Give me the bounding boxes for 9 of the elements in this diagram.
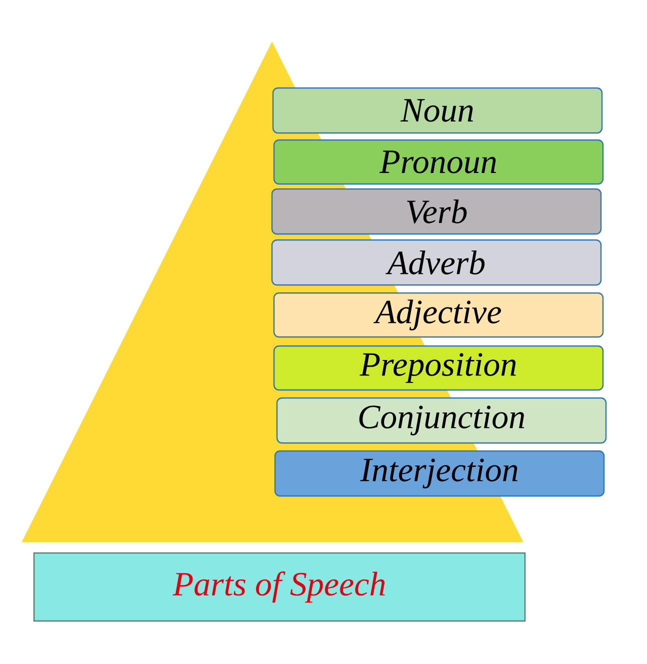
category-box: Pronoun [273,139,604,185]
category-box: Adverb [271,239,602,286]
category-box: Preposition [273,345,604,391]
category-box: Noun [272,87,603,134]
category-box: Verb [271,188,602,235]
title-box: Parts of Speech [33,552,526,622]
category-box: Interjection [274,450,605,497]
category-box: Conjunction [276,397,607,444]
category-box: Adjective [273,292,604,338]
